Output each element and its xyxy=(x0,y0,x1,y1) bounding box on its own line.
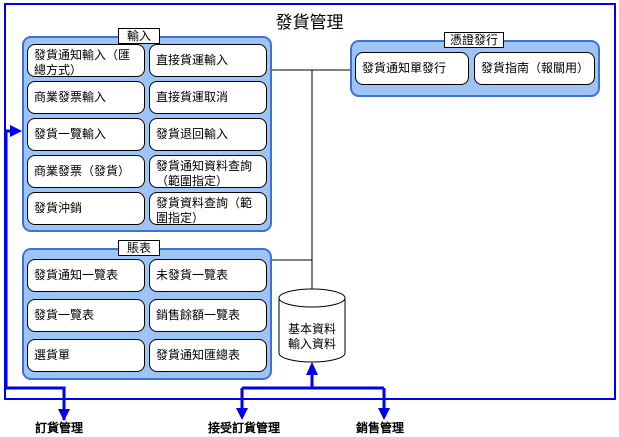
button-sales-balance-list[interactable]: 銷售餘額一覽表 xyxy=(149,299,267,332)
button-unshipped-list[interactable]: 未發貨一覽表 xyxy=(149,259,267,292)
button-commercial-invoice-input[interactable]: 商業發票輸入 xyxy=(27,81,145,114)
database-label-1: 基本資料 xyxy=(287,322,336,336)
button-shipping-list-input[interactable]: 發貨一覽輸入 xyxy=(27,118,145,151)
voucher-group-title: 憑證發行 xyxy=(444,32,504,48)
page-title: 發貨管理 xyxy=(275,13,344,33)
button-direct-freight-input[interactable]: 直接貨運輸入 xyxy=(149,44,267,77)
button-shipping-return-input[interactable]: 發貨退回輸入 xyxy=(149,118,267,151)
report-group-title: 賬表 xyxy=(118,240,160,256)
button-direct-freight-cancel[interactable]: 直接貨運取消 xyxy=(149,81,267,114)
button-shipping-notice-query[interactable]: 發貨通知資料查詢（範圍指定） xyxy=(149,155,267,188)
button-shipping-notice-input[interactable]: 發貨通知輸入（匯總方式） xyxy=(27,44,145,77)
button-shipping-notice-summary[interactable]: 發貨通知匯總表 xyxy=(149,339,267,372)
button-shipping-data-query[interactable]: 發貨資料查詢（範圍指定） xyxy=(149,192,267,225)
order-receipt-management-label: 接受訂貨管理 xyxy=(208,421,281,435)
button-shipping-guide[interactable]: 發貨指南（報關用） xyxy=(474,52,595,85)
database-label-2: 輸入資料 xyxy=(287,337,336,351)
button-shipping-notice-list[interactable]: 發貨通知一覽表 xyxy=(27,259,145,292)
button-picking-slip[interactable]: 選貨單 xyxy=(27,339,145,372)
button-shipping-notice-issue[interactable]: 發貨通知單發行 xyxy=(355,52,469,85)
database-icon xyxy=(278,288,346,363)
button-shipping-reversal[interactable]: 發貨沖銷 xyxy=(27,192,145,225)
button-commercial-invoice-shipping[interactable]: 商業發票（發貨） xyxy=(27,155,145,188)
order-management-label: 訂貨管理 xyxy=(35,421,84,435)
input-group-title: 輸入 xyxy=(118,28,160,44)
button-shipping-list[interactable]: 發貨一覽表 xyxy=(27,299,145,332)
sales-management-label: 銷售管理 xyxy=(356,421,405,435)
